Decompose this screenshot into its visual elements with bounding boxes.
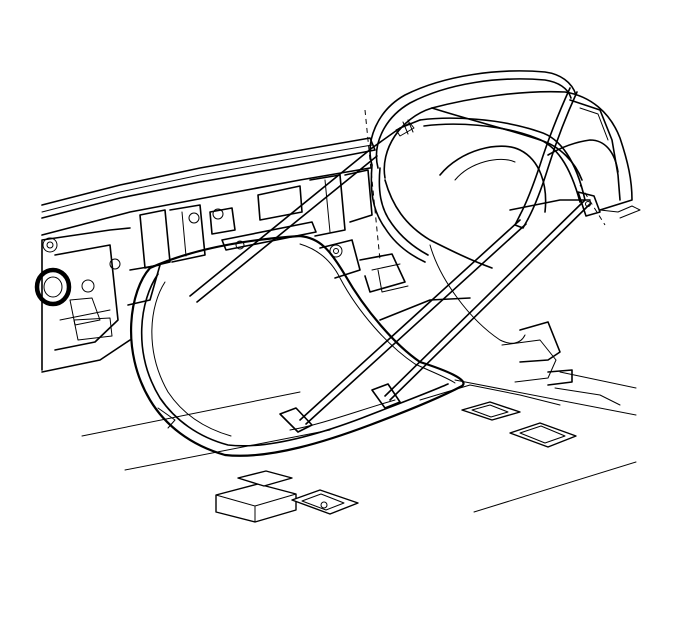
panel-brackets (127, 169, 373, 306)
floor-pad-left (215, 483, 297, 523)
rear-body-panel (41, 137, 376, 373)
right-hinge-pivot (577, 191, 641, 219)
grommet-ring (34, 267, 72, 307)
lid-support-rods (189, 117, 591, 425)
floor-pad-right (509, 422, 577, 448)
floor-pad-right-small (461, 401, 521, 421)
right-bracket-area (319, 239, 621, 406)
left-hinge-strap (369, 70, 577, 263)
floor-pad-center (291, 489, 359, 515)
hinge-spring (395, 119, 415, 137)
trunk-weatherstrip (129, 234, 465, 457)
floor-pad-left-small (237, 470, 293, 487)
hinge-axis-lines (364, 109, 606, 261)
floor-pan (81, 371, 637, 513)
